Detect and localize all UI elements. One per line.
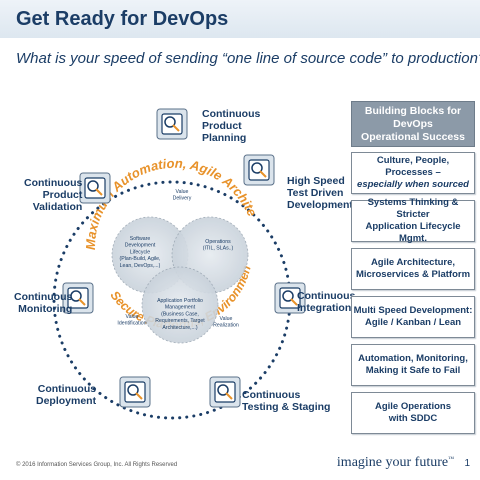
venn-value-identification-text: Identification xyxy=(117,321,146,327)
venn-portfolio-text: Application Portfolio xyxy=(157,298,203,304)
venn-value-delivery-text: Delivery xyxy=(173,196,192,202)
venn-sdlc-text: Development xyxy=(125,243,156,249)
venn-value-identification-text: Value xyxy=(126,314,139,320)
venn-diagram xyxy=(111,216,249,344)
integration-icon xyxy=(274,282,306,314)
node-label-line: Development xyxy=(287,199,353,211)
venn-operations-text: (ITIL, SLAs..) xyxy=(203,246,234,252)
title-bar xyxy=(0,0,480,38)
venn-value-realization-text: Value xyxy=(220,316,233,322)
building-block-line: Systems Thinking & Stricter xyxy=(367,197,459,220)
testing-icon xyxy=(209,376,241,408)
page-title: Get Ready for DevOps xyxy=(16,8,229,30)
node-label-line: Test Driven xyxy=(287,187,344,199)
building-block-line: Application Lifecycle Mgmt. xyxy=(365,221,461,244)
node-label-line: Planning xyxy=(202,132,247,144)
page-subtitle: What is your speed of sending “one line … xyxy=(16,50,480,67)
building-block-line: Microservices & Platform xyxy=(355,269,471,280)
building-block-3: Agile Architecture,Microservices & Platf… xyxy=(351,248,475,290)
venn-sdlc-text: Lean, DevOps,...) xyxy=(120,263,161,269)
building-block-line: Culture, People, Processes – xyxy=(376,155,450,178)
node-label-line: Continuous xyxy=(37,383,97,395)
building-blocks-title-line1: Building Blocks for DevOps xyxy=(364,104,462,130)
building-block-emphasis: especially when sourced xyxy=(357,179,469,190)
building-block-4: Multi Speed Development:Agile / Kanban /… xyxy=(351,296,475,338)
node-label-line: Monitoring xyxy=(18,303,73,315)
node-label-line: Product xyxy=(42,189,83,201)
node-label-line: Validation xyxy=(32,201,83,213)
venn-value-realization-text: Realization xyxy=(213,323,239,329)
building-blocks-title-line2: Operational Success xyxy=(361,130,465,143)
building-block-line: Agile Architecture, xyxy=(370,257,456,268)
deployment-icon xyxy=(119,376,151,408)
venn-portfolio-text: Architecture,...) xyxy=(162,325,197,331)
building-block-line: Agile Operations xyxy=(374,401,451,412)
page-number: 1 xyxy=(464,458,470,469)
node-label-line: Testing & Staging xyxy=(242,401,331,413)
building-block-1: Culture, People, Processes –especially w… xyxy=(351,152,475,194)
building-block-line: Making it Safe to Fail xyxy=(365,365,461,376)
venn-sdlc-text: Lifecycle xyxy=(130,249,150,255)
devops-cycle-diagram: Maximum Automation, Agile Architecture S… xyxy=(0,80,306,420)
venn-portfolio-text: Management xyxy=(165,305,196,311)
venn-sdlc-text: Software xyxy=(130,236,151,242)
development-icon xyxy=(243,154,275,186)
trademark-mark: ™ xyxy=(448,456,454,463)
brand-text: imagine your future xyxy=(336,455,449,470)
node-label-line: Continuous xyxy=(297,290,356,302)
planning-icon xyxy=(156,108,188,140)
monitoring-icon xyxy=(62,282,94,314)
building-block-line: Agile / Kanban / Lean xyxy=(364,317,462,328)
venn-portfolio-text: (Business Case, xyxy=(161,311,199,317)
node-label-line: Product xyxy=(202,120,242,132)
venn-sdlc-text: (Plan-Build, Agile, xyxy=(120,256,161,262)
building-block-5: Automation, Monitoring,Making it Safe to… xyxy=(351,344,475,386)
venn-value-delivery-text: Value xyxy=(176,189,189,195)
node-label-line: Integration xyxy=(297,302,352,314)
node-label-line: Continuous xyxy=(242,389,301,401)
node-label-line: Continuous xyxy=(202,108,261,120)
brand-tagline: imagine your future™ xyxy=(337,455,454,471)
building-block-line: with SDDC xyxy=(388,413,438,424)
venn-operations-text: Operations xyxy=(205,239,231,245)
node-label-line: High Speed xyxy=(287,175,345,187)
validation-icon xyxy=(79,172,111,204)
copyright-text: © 2016 Information Services Group, Inc. … xyxy=(16,462,178,468)
building-blocks-header: Building Blocks for DevOps Operational S… xyxy=(351,101,475,147)
node-label-line: Deployment xyxy=(36,395,97,407)
node-label-line: Continuous xyxy=(14,291,73,303)
venn-portfolio-text: Requirements, Target xyxy=(155,318,205,324)
node-label-line: Continuous xyxy=(24,177,83,189)
building-block-line: Multi Speed Development: xyxy=(353,305,473,316)
building-block-line: Automation, Monitoring, xyxy=(358,353,468,364)
